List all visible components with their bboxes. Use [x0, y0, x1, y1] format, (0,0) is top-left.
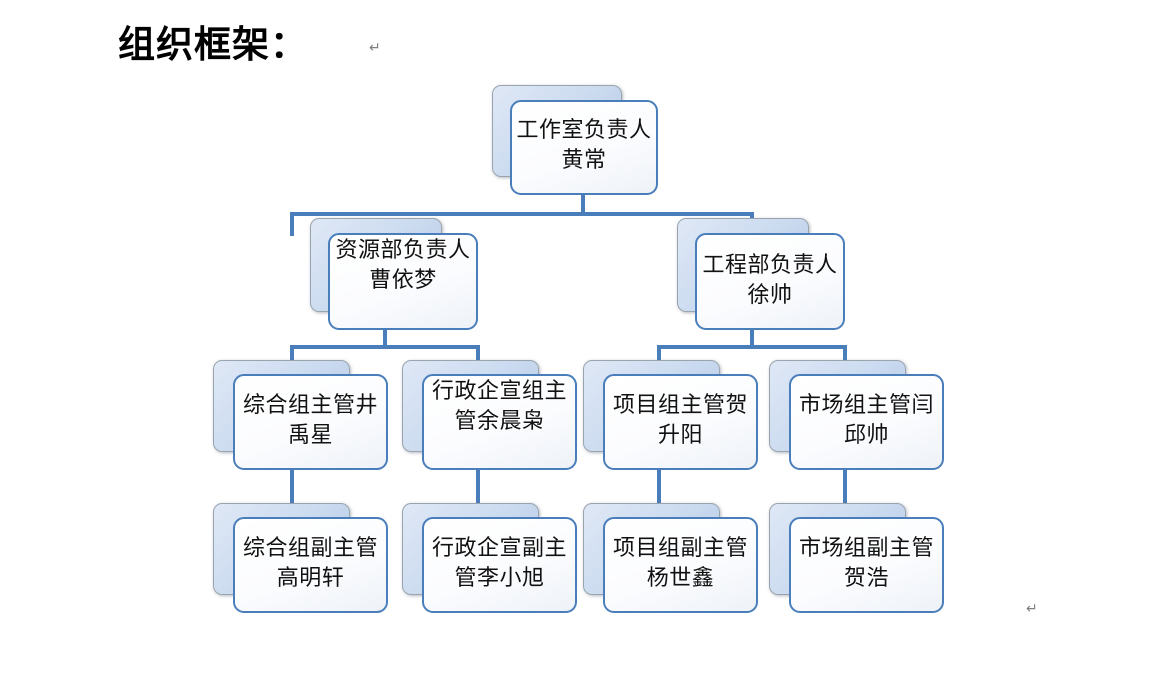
connector-to-n7: [843, 345, 847, 367]
org-node-n11[interactable]: 市场组副主管贺浩: [769, 503, 944, 613]
connector-n1-down: [581, 192, 585, 214]
org-node-box[interactable]: [789, 517, 944, 613]
connector-to-n6: [657, 345, 661, 367]
org-node-label: 项目组主管贺升阳: [612, 392, 748, 447]
org-node-n1[interactable]: 工作室负责人黄常: [492, 85, 660, 195]
org-node-box[interactable]: [422, 517, 577, 613]
org-node-box[interactable]: [328, 233, 478, 330]
connector-level1-bus: [290, 212, 754, 216]
org-node-box[interactable]: [422, 374, 577, 470]
org-node-n6[interactable]: 项目组主管贺升阳: [583, 360, 758, 470]
connector-to-n5: [476, 345, 480, 367]
paragraph-mark-icon: ↵: [369, 39, 381, 55]
org-node-label: 行政企宣副主管李小旭: [431, 535, 567, 590]
org-node-box[interactable]: [695, 233, 845, 330]
org-node-n8[interactable]: 综合组副主管高明轩: [213, 503, 388, 613]
org-node-n4[interactable]: 综合组主管井禹星: [213, 360, 388, 470]
org-node-label: 资源部负责人曹依梦: [335, 237, 471, 292]
page-title: 组织框架：: [118, 25, 308, 66]
org-node-n5[interactable]: 行政企宣组主管余晨枭: [402, 360, 577, 470]
org-node-box[interactable]: [603, 517, 758, 613]
org-node-box[interactable]: [789, 374, 944, 470]
connector-n3-bus: [657, 345, 847, 349]
connector-n7-n11: [843, 466, 847, 508]
org-node-n9[interactable]: 行政企宣副主管李小旭: [402, 503, 577, 613]
org-node-label: 市场组副主管贺浩: [798, 535, 934, 590]
org-node-n7[interactable]: 市场组主管闫邱帅: [769, 360, 944, 470]
org-node-label: 综合组副主管高明轩: [242, 535, 378, 590]
connector-n2-down: [383, 328, 387, 348]
connector-to-n4: [290, 345, 294, 367]
org-node-label: 工作室负责人黄常: [516, 117, 652, 172]
org-node-box[interactable]: [233, 517, 388, 613]
paragraph-mark-icon: ↵: [1026, 600, 1038, 616]
connector-n5-n9: [476, 466, 480, 508]
org-node-label: 工程部负责人徐帅: [702, 252, 838, 307]
connector-to-n2: [290, 212, 294, 236]
org-node-box[interactable]: [510, 100, 658, 195]
org-node-n2[interactable]: 资源部负责人曹依梦: [310, 218, 480, 330]
org-node-n3[interactable]: 工程部负责人徐帅: [677, 218, 847, 330]
org-node-label: 项目组副主管杨世鑫: [612, 535, 748, 590]
connector-n3-down: [750, 328, 754, 348]
org-node-n10[interactable]: 项目组副主管杨世鑫: [583, 503, 758, 613]
org-node-box[interactable]: [603, 374, 758, 470]
org-node-box[interactable]: [233, 374, 388, 470]
connector-n4-n8: [290, 466, 294, 508]
org-node-label: 综合组主管井禹星: [242, 392, 378, 447]
connector-n6-n10: [657, 466, 661, 508]
connector-n2-bus: [290, 345, 480, 349]
org-node-label: 市场组主管闫邱帅: [798, 392, 934, 447]
org-node-label: 行政企宣组主管余晨枭: [431, 378, 567, 433]
